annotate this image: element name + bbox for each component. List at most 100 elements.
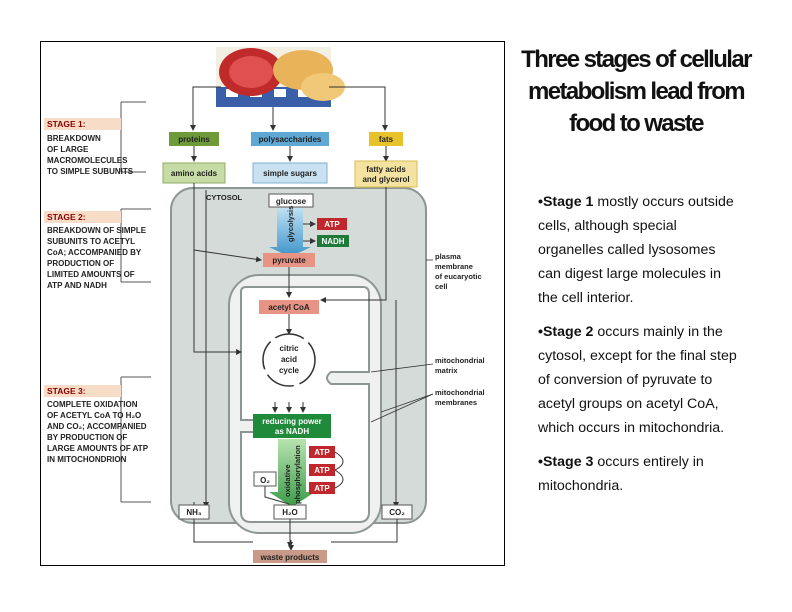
oxidative-label: oxidative [283,464,292,497]
bullet-list: •Stage 1 mostly occurs outside cells, al… [538,190,738,508]
stage-3-label-bg [44,385,121,397]
atp-label-stage3-3: ATP [314,484,330,493]
glucose-label: glucose [276,197,307,206]
mito-membranes-line-2: membranes [435,398,477,407]
acetyl-coa-label: acetyl CoA [268,303,310,312]
stage-3-line-6: IN MITOCHONDRION [47,455,127,464]
mito-matrix-line-2: matrix [435,366,458,375]
oxidative-phosphorylation-arrow [269,439,315,507]
bullet-stage-2-lead: •Stage 2 [538,324,594,340]
plasma-membrane-line-1: plasma [435,252,462,261]
atp-box-stage3-1 [309,446,335,458]
nadh-label-stage2: NADH [321,237,344,246]
bullet-stage-3-text: occurs entirely in mitochondria. [538,454,704,494]
slide-title: Three stages of cellular metabolism lead… [521,46,752,137]
o2-arrow [264,486,290,505]
atp-label-stage3-2: ATP [314,466,330,475]
polysaccharides-label: polysaccharides [259,135,322,144]
mitochondrion [228,274,382,534]
cell-flow-lines [193,183,399,551]
proteins-box [169,132,219,146]
citric-acid-cycle-circle [262,333,316,387]
stage-2-line-5: LIMITED AMOUNTS OF [47,270,135,279]
stage-1-label-bg [44,118,121,130]
glycolysis-arrow [269,208,311,257]
bullet-stage-1-lead: •Stage 1 [538,194,594,210]
stage-3-label: STAGE 3: [47,386,86,396]
o2-label: O₂ [260,476,270,485]
stage-2-line-6: ATP AND NADH [47,281,107,290]
citric-cycle-line-1: citric [279,344,299,353]
stage-2-line-1: BREAKDOWN OF SIMPLE [47,226,147,235]
metabolism-diagram: STAGE 1: BREAKDOWN OF LARGE MACROMOLECUL… [44,47,485,563]
atp-box-stage2 [317,218,347,230]
fatty-acids-box [354,160,418,188]
figure-frame: STAGE 1: BREAKDOWN OF LARGE MACROMOLECUL… [40,41,505,566]
glucose-box [268,193,314,208]
stage-2-line-4: PRODUCTION OF [47,259,114,268]
citric-cycle-line-3: cycle [279,366,300,375]
acetyl-coa-box [259,300,319,314]
stage-brackets [120,101,151,503]
stage-3-line-4: BY PRODUCTION OF [47,433,127,442]
stage-2-label: STAGE 2: [47,212,86,222]
bullet-stage-1: •Stage 1 mostly occurs outside cells, al… [538,190,738,310]
atp-label-stage2: ATP [324,220,340,229]
nh3-label: NH₃ [186,508,202,517]
stage-3-line-2: OF ACETYL CoA TO H₂O [47,411,141,420]
citric-cycle-line-2: acid [281,355,297,364]
stage-1-line-4: TO SIMPLE SUBUNITS [47,167,134,176]
atp-box-stage3-2 [309,464,335,476]
stage-3-line-5: LARGE AMOUNTS OF ATP [47,444,149,453]
stage-1-line-2: OF LARGE [47,145,89,154]
stage-2-label-bg [44,211,121,223]
stage-2-line-2: SUBUNITS TO ACETYL [47,237,135,246]
callout-lines [370,259,434,423]
mito-membranes-line-1: mitochondrial [435,388,485,397]
co2-label: CO₂ [389,508,405,517]
subunit-arrows [191,146,389,162]
stage-1-label: STAGE 1: [47,119,86,129]
bullet-stage-3: •Stage 3 occurs entirely in mitochondria… [538,450,738,498]
food-arrows [190,86,388,131]
pyruvate-label: pyruvate [272,256,306,265]
nadh-box-stage2 [317,235,349,247]
bullet-stage-3-lead: •Stage 3 [538,454,594,470]
stage-1-line-3: MACROMOLECULES [47,156,128,165]
bullet-stage-2: •Stage 2 occurs mainly in the cytosol, e… [538,320,738,440]
phosphorylation-label: phosphorylation [293,445,302,504]
amino-acids-label: amino acids [171,169,218,178]
simple-sugars-label: simple sugars [263,169,317,178]
simple-sugars-box [252,162,328,184]
cytosol-label: CYTOSOL [206,193,243,202]
stage-1-line-1: BREAKDOWN [47,134,101,143]
mito-matrix-line-1: mitochondrial [435,356,485,365]
bullet-stage-2-text: occurs mainly in the cytosol, except for… [538,324,737,436]
pyruvate-box [263,253,315,267]
atp-label-stage3-1: ATP [314,448,330,457]
fats-label: fats [379,135,394,144]
atp-box-stage3-3 [309,482,335,494]
polysaccharides-box [251,132,329,146]
plasma-membrane-line-2: membrane [435,262,473,271]
stage-3-line-1: COMPLETE OXIDATION [47,400,138,409]
plasma-membrane-line-4: cell [435,282,448,291]
stage-2-line-3: CoA; ACCOMPANIED BY [47,248,142,257]
waste-products-label: waste products [260,553,320,562]
fatty-acids-label-2: and glycerol [362,175,409,184]
bullet-stage-1-text: mostly occurs outside cells, although sp… [538,194,734,306]
reducing-power-line-2: as NADH [275,427,309,436]
glycolysis-label: glycolysis [286,206,295,242]
plasma-membrane-line-3: of eucaryotic [435,272,482,281]
food-illustration [216,47,345,107]
proteins-label: proteins [178,135,210,144]
reducing-power-box [253,414,331,438]
waste-products-box [253,550,327,563]
waste-arrows [193,519,398,548]
h2o-label: H₂O [282,508,298,517]
stage-3-line-3: AND CO₂; ACCOMPANIED [47,422,147,431]
atp-recycle-arrows [334,451,344,489]
fats-box [369,132,403,146]
reducing-power-line-1: reducing power [262,417,322,426]
fatty-acids-label-1: fatty acids [366,165,406,174]
